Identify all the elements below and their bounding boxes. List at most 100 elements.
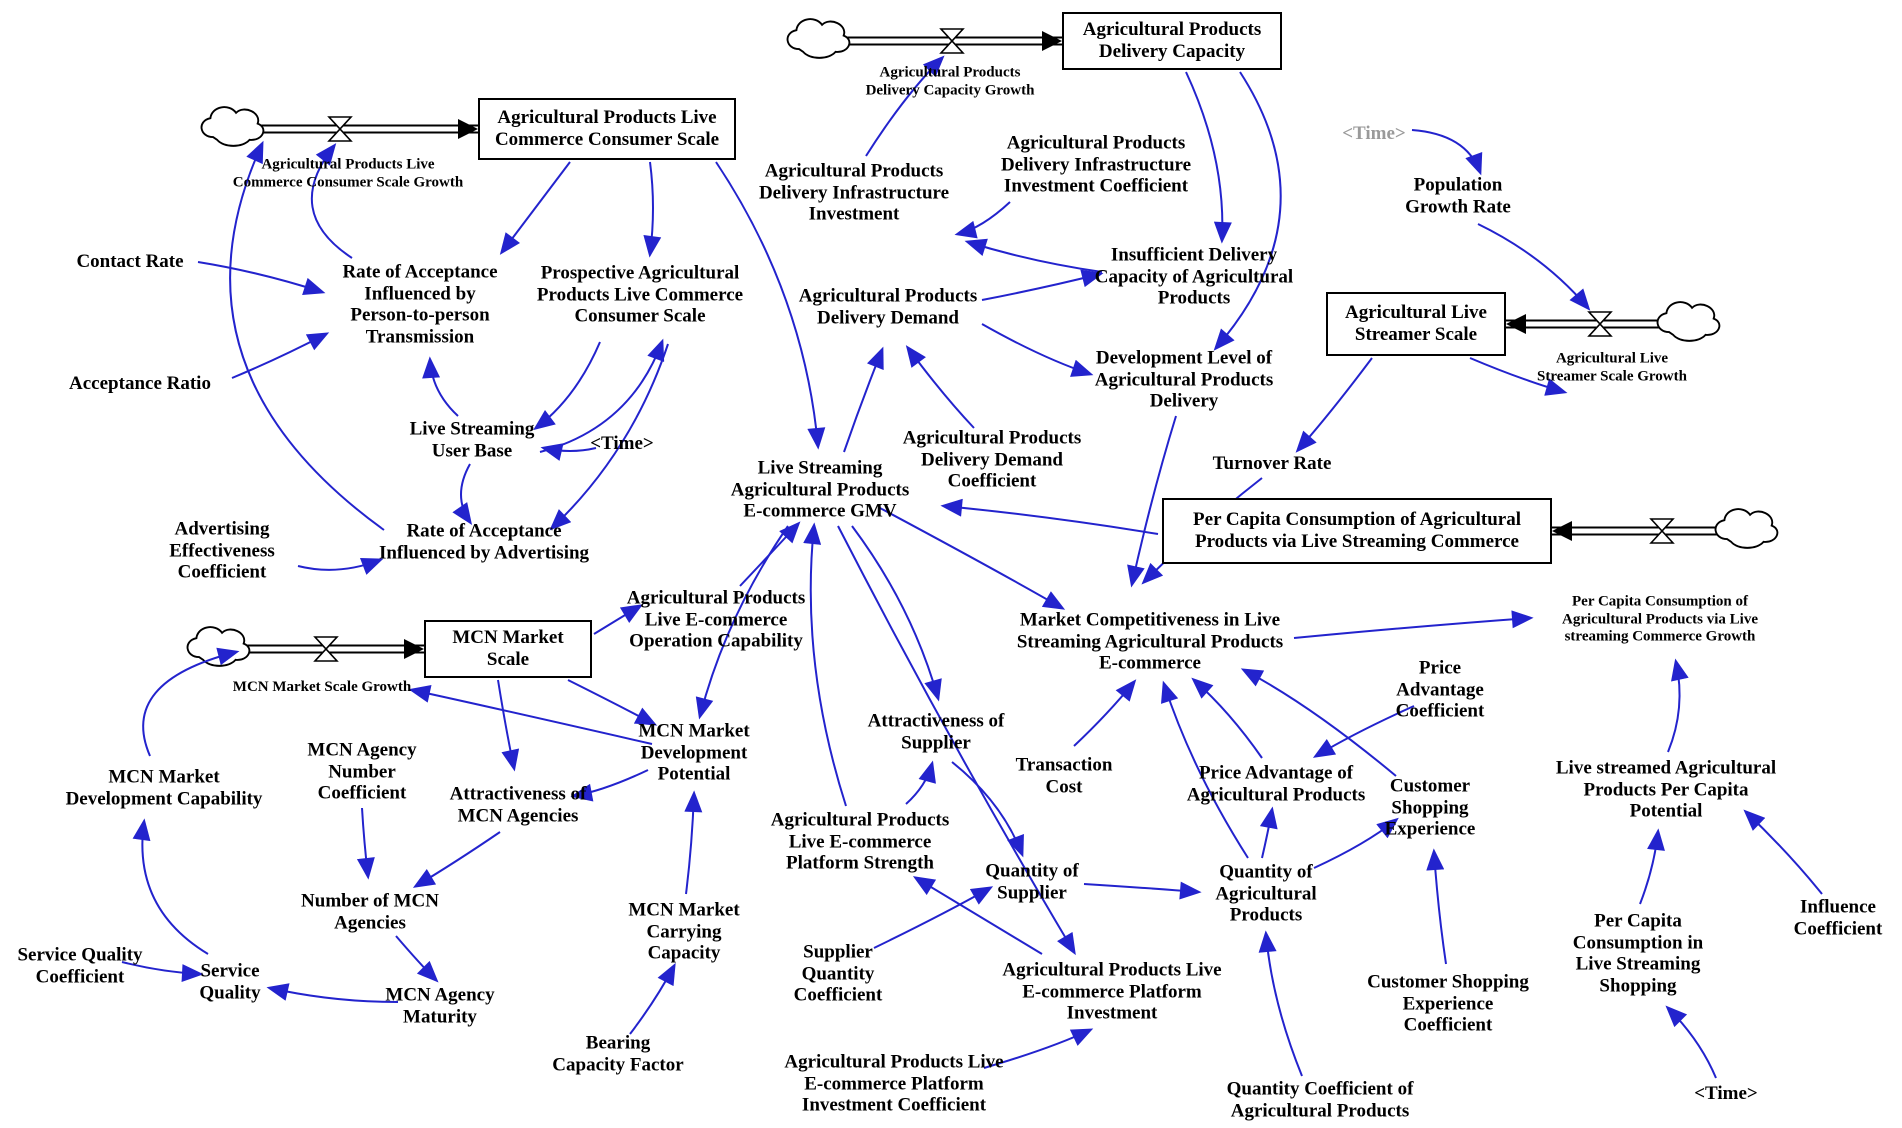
causal-arrow-delivery-demand--development-level: [981, 323, 1094, 377]
variable-influence-coefficient: Influence Coefficient: [1793, 896, 1883, 939]
variable-per-capita-consumption-lss: Per Capita Consumption in Live Streaming…: [1572, 910, 1704, 997]
causal-arrow-quantity-products--market-competitiveness: [1161, 680, 1249, 859]
causal-arrow-platform-strength--gmv: [803, 522, 847, 807]
variable-prospective-consumer-scale: Prospective Agricultural Products Live C…: [536, 262, 744, 327]
stock-mcn-market-scale: MCN Market Scale: [424, 620, 592, 678]
valve-icon: [313, 636, 339, 662]
flow-label-per-capita-consumption-growth: Per Capita Consumption of Agricultural P…: [1562, 593, 1758, 645]
variable-service-quality: Service Quality: [199, 960, 261, 1003]
variable-market-competitiveness: Market Competitiveness in Live Streaming…: [1016, 609, 1284, 674]
variable-time-bottom: <Time>: [1694, 1083, 1758, 1105]
flow-label-mcn-market-scale-growth: MCN Market Scale Growth: [232, 679, 412, 696]
variable-advertising-effectiveness-coefficient: Advertising Effectiveness Coefficient: [169, 518, 275, 583]
variable-mcn-development-capability: MCN Market Development Capability: [65, 766, 263, 809]
cloud-icon: [200, 106, 265, 147]
variable-time-user-base: <Time>: [590, 433, 654, 455]
causal-arrow-streamer-scale--streamer-scale-growth: [1469, 357, 1568, 396]
flow-mcn-market-scale-growth: [186, 626, 424, 667]
causal-arrow-live-streaming-user-base--rate-acceptance-advertising: [452, 463, 473, 525]
variable-delivery-demand: Agricultural Products Delivery Demand: [798, 285, 978, 328]
causal-arrow-customer-shopping-experience-coefficient--customer-shopping-experience: [1426, 848, 1447, 965]
causal-arrow-rate-acceptance-advertising--consumer-scale-growth: [229, 140, 385, 531]
variable-quantity-coefficient: Quantity Coefficient of Agricultural Pro…: [1226, 1078, 1414, 1121]
causal-arrow-delivery-demand-coefficient--delivery-demand: [905, 345, 975, 429]
variable-number-mcn-agencies: Number of MCN Agencies: [301, 890, 439, 933]
variable-live-streamed-potential: Live streamed Agricultural Products Per …: [1555, 757, 1777, 822]
variable-platform-investment-coefficient: Agricultural Products Live E-commerce Pl…: [784, 1051, 1004, 1116]
cloud-icon: [786, 18, 851, 59]
variable-mcn-development-potential: MCN Market Development Potential: [638, 720, 750, 785]
causal-arrow-delivery-infrastructure-investment--delivery-capacity-growth: [865, 55, 945, 157]
causal-arrow-live-streaming-user-base--rate-acceptance-p2p: [422, 356, 459, 417]
variable-time-population: <Time>: [1342, 123, 1406, 145]
causal-arrow-per-capita-consumption--gmv: [940, 498, 1159, 535]
variable-contact-rate: Contact Rate: [76, 251, 184, 273]
flow-consumer-scale-growth: [200, 106, 478, 147]
cloud-icon: [186, 626, 251, 667]
causal-arrow-attractiveness-supplier--quantity-supplier: [951, 761, 1024, 858]
causal-arrow-gmv--market-competitiveness: [879, 507, 1066, 610]
variable-acceptance-ratio: Acceptance Ratio: [69, 373, 211, 395]
causal-arrow-time-bottom--per-capita-consumption-lss: [1665, 1005, 1717, 1079]
causal-arrow-development-level--market-competitiveness: [1127, 415, 1177, 588]
variable-operation-capability: Agricultural Products Live E-commerce Op…: [626, 587, 806, 652]
causal-arrow-gmv--delivery-demand: [843, 346, 884, 453]
flow-per-capita-consumption-growth: [1552, 508, 1779, 549]
variable-delivery-infrastructure-investment: Agricultural Products Delivery Infrastru…: [758, 160, 950, 225]
variable-delivery-demand-coefficient: Agricultural Products Delivery Demand Co…: [902, 427, 1082, 492]
causal-arrow-mcn-market-scale--mcn-development-potential: [567, 679, 658, 726]
causal-arrow-prospective-consumer-scale--live-streaming-user-base: [533, 341, 601, 431]
variable-population-growth-rate: Population Growth Rate: [1405, 174, 1511, 217]
causal-arrow-per-capita-consumption-lss--live-streamed-potential: [1639, 828, 1665, 905]
flow-arrowhead-icon: [1042, 31, 1062, 51]
variable-platform-strength: Agricultural Products Live E-commerce Pl…: [770, 809, 950, 874]
flow-label-streamer-scale-growth: Agricultural Live Streamer Scale Growth: [1537, 350, 1687, 384]
variable-quantity-supplier: Quantity of Supplier: [985, 860, 1079, 903]
causal-arrow-quantity-products--customer-shopping-experience: [1313, 817, 1399, 869]
valve-icon: [939, 28, 965, 54]
causal-arrow-market-competitiveness--per-capita-consumption-growth: [1293, 610, 1534, 639]
flow-arrowhead-icon: [458, 119, 478, 139]
variable-customer-shopping-experience-coefficient: Customer Shopping Experience Coefficient: [1367, 971, 1529, 1036]
variable-transaction-cost: Transaction Cost: [1015, 754, 1113, 797]
causal-arrow-price-advantage--market-competitiveness: [1191, 677, 1263, 759]
stock-delivery-capacity: Agricultural Products Delivery Capacity: [1062, 12, 1282, 70]
causal-arrow-delivery-capacity--insufficient-delivery-capacity: [1185, 71, 1232, 244]
causal-arrow-gmv--platform-investment: [837, 525, 1076, 956]
valve-icon: [1649, 518, 1675, 544]
variable-attractiveness-mcn: Attractiveness of MCN Agencies: [449, 783, 587, 826]
causal-arrow-platform-investment-coefficient--platform-investment: [983, 1028, 1094, 1069]
variable-mcn-carrying-capacity: MCN Market Carrying Capacity: [628, 899, 740, 964]
flow-delivery-capacity-growth: [786, 18, 1062, 59]
causal-arrow-mcn-development-capability--mcn-market-scale-growth: [142, 647, 240, 757]
causal-arrow-mcn-market-scale--attractiveness-mcn: [497, 679, 520, 772]
variable-quantity-products: Quantity of Agricultural Products: [1215, 861, 1317, 926]
causal-arrow-mcn-development-potential--mcn-market-scale-growth: [408, 685, 653, 745]
variable-platform-investment: Agricultural Products Live E-commerce Pl…: [1002, 959, 1222, 1024]
causal-arrow-time-user-base--live-streaming-user-base: [540, 443, 597, 461]
causal-arrow-mcn-carrying-capacity--mcn-development-potential: [684, 790, 703, 895]
causal-arrow-delivery-infrastructure-investment-coefficient--delivery-infrastructure-investment: [954, 201, 1011, 239]
causal-arrow-streamer-scale--turnover-rate: [1295, 357, 1373, 453]
causal-arrow-quantity-products--price-advantage: [1259, 806, 1278, 859]
variable-price-advantage-coefficient: Price Advantage Coefficient: [1395, 657, 1485, 722]
causal-arrow-prospective-consumer-scale--rate-acceptance-advertising: [549, 343, 669, 531]
causal-arrow-transaction-cost--market-competitiveness: [1073, 679, 1137, 747]
flow-label-delivery-capacity-growth: Agricultural Products Delivery Capacity …: [865, 64, 1035, 98]
causal-arrow-mcn-development-potential--attractiveness-mcn: [570, 769, 649, 802]
variable-gmv: Live Streaming Agricultural Products E-c…: [730, 457, 910, 522]
variable-development-level: Development Level of Agricultural Produc…: [1094, 347, 1274, 412]
causal-arrow-service-quality-coefficient--service-quality: [121, 961, 204, 983]
variable-supplier-quantity-coefficient: Supplier Quantity Coefficient: [793, 941, 883, 1006]
variable-price-advantage: Price Advantage of Agricultural Products: [1186, 762, 1366, 805]
variable-mcn-agency-maturity: MCN Agency Maturity: [385, 984, 495, 1027]
causal-arrow-customer-shopping-experience--market-competitiveness: [1240, 668, 1397, 777]
flow-arrowhead-icon: [404, 639, 424, 659]
variable-attractiveness-supplier: Attractiveness of Supplier: [867, 710, 1005, 753]
variable-rate-acceptance-advertising: Rate of Acceptance Influenced by Adverti…: [378, 520, 590, 563]
causal-arrow-consumer-scale--prospective-consumer-scale: [643, 161, 662, 258]
causal-arrow-influence-coefficient--live-streamed-potential: [1743, 809, 1823, 895]
valve-icon: [1587, 311, 1613, 337]
valve-icon: [327, 116, 353, 142]
